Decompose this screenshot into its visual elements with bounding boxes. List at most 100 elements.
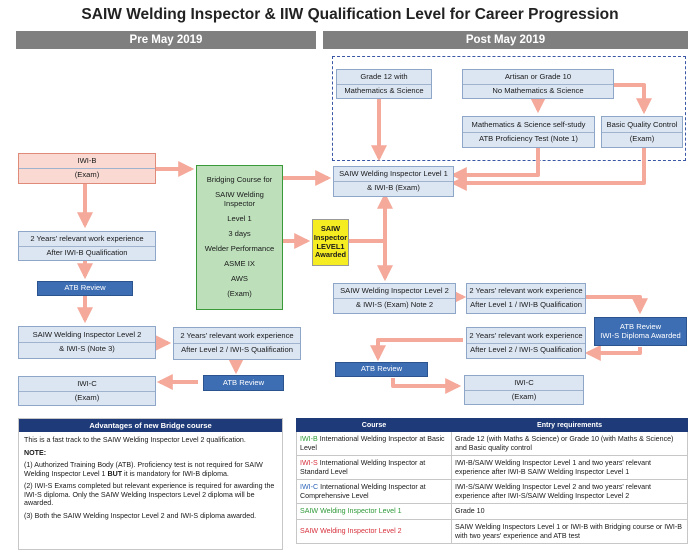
note-2: (2) IWI-S Exams completed but relevant e… — [24, 482, 275, 507]
post-g12-title: Grade 12 with — [360, 71, 408, 81]
post-experience-after-level2: 2 Years' relevant work experience After … — [466, 327, 586, 359]
pre-experience-after-level2: 2 Years' relevant work experience After … — [173, 327, 301, 360]
advantages-intro: This is a fast track to the SAIW Welding… — [24, 436, 246, 444]
post-exp2-title: 2 Years' relevant work experience — [469, 330, 583, 340]
page-title: SAIW Welding Inspector & IIW Qualificati… — [81, 6, 619, 23]
awarded-line: SAIW — [320, 224, 341, 234]
bridge-line: (Exam) — [227, 289, 252, 298]
post-atbd-title: ATB Review — [619, 321, 662, 331]
arrow-diploma-to-exp2 — [584, 345, 642, 361]
post-exp1-sub: After Level 1 / IWI-B Qualification — [467, 298, 585, 310]
course-code: IWI-B — [300, 435, 318, 444]
pre-exp1-sub: After IWI-B Qualification — [19, 245, 155, 258]
post-swi1-title: SAIW Welding Inspector Level 1 — [339, 169, 448, 179]
pre-exp1-title: 2 Years' relevant work experience — [30, 233, 144, 243]
post-art-sub: No Mathematics & Science — [463, 83, 613, 96]
bridge-line: AWS — [230, 274, 248, 283]
post-swi2-sub: & IWI-S (Exam) Note 2 — [334, 298, 455, 310]
post-exp2-sub: After Level 2 / IWI-S Qualification — [467, 342, 585, 355]
table-row: IWI-S International Welding Inspector at… — [296, 455, 688, 480]
post-atb-review: ATB Review — [335, 362, 428, 377]
inspector-level1-awarded-badge: SAIW Inspector LEVEL1 Awarded — [312, 219, 349, 266]
bridge-line: 3 days — [228, 229, 251, 238]
arrow-ms-to-level1 — [450, 148, 540, 183]
awarded-line: Inspector — [313, 232, 348, 242]
post-welding-inspector-level2: SAIW Welding Inspector Level 2 & IWI-S (… — [333, 283, 456, 314]
advantages-panel: Advantages of new Bridge course This is … — [18, 418, 283, 550]
bridging-course: Bridging Course for SAIW Welding Inspect… — [196, 165, 283, 310]
table-cell-entry: SAIW Welding Inspectors Level 1 or IWI-B… — [451, 519, 688, 544]
post-experience-after-level1: 2 Years' relevant work experience After … — [466, 283, 586, 314]
post-iwic-exam: IWI-C (Exam) — [464, 375, 584, 405]
pre-iwic-sub: (Exam) — [19, 390, 155, 403]
post-grade12-with-maths: Grade 12 with Mathematics & Science — [336, 69, 432, 99]
pre-iwib-title: IWI-B — [77, 156, 97, 166]
entry-requirements-region — [332, 56, 686, 161]
table-cell-course: IWI-B International Welding Inspector at… — [296, 431, 452, 456]
post-atbd-sub: IWI-S Diploma Awarded — [600, 330, 681, 340]
post-iwic-title: IWI-C — [514, 377, 534, 387]
post-bqc-sub: (Exam) — [602, 131, 682, 144]
advantages-body: This is a fast track to the SAIW Welding… — [19, 432, 282, 528]
pre-iwib-sub: (Exam) — [19, 168, 155, 180]
course-name: International Welding Inspector at Compr… — [300, 483, 426, 500]
table-cell-entry: Grade 10 — [451, 503, 688, 520]
arrow-atb-to-iwic — [391, 378, 462, 394]
awarded-line: LEVEL1 — [316, 241, 345, 251]
table-cell-entry: Grade 12 (with Maths & Science) or Grade… — [451, 431, 688, 456]
post-iwic-sub: (Exam) — [465, 389, 583, 402]
course-requirements-table: Course Entry requirements IWI-B Internat… — [296, 418, 688, 544]
post-g12-sub: Mathematics & Science — [337, 83, 431, 96]
table-row: IWI-C International Welding Inspector at… — [296, 479, 688, 504]
post-atb-review-diploma: ATB Review IWI-S Diploma Awarded — [594, 317, 687, 346]
table-row: SAIW Welding Inspector Level 2 SAIW Weld… — [296, 519, 688, 544]
table-header-row: Course Entry requirements — [296, 418, 688, 432]
pre-iwib-exam: IWI-B (Exam) — [18, 153, 156, 184]
post-welding-inspector-level1: SAIW Welding Inspector Level 1 & IWI-B (… — [333, 166, 454, 197]
advantages-header: Advantages of new Bridge course — [19, 419, 282, 432]
awarded-line: Awarded — [314, 250, 347, 260]
arrow-artisan-to-bqc — [614, 83, 652, 115]
post-swi1-sub: & IWI-B (Exam) — [334, 181, 453, 193]
post-basic-quality-control: Basic Quality Control (Exam) — [601, 116, 683, 148]
pre-atb-review-1: ATB Review — [37, 281, 133, 296]
pre-swi2-sub: & IWI-S (Note 3) — [19, 342, 155, 354]
arrow-bqc-to-level1 — [450, 148, 646, 191]
note-1-emphasis: BUT — [107, 469, 123, 478]
post-bqc-title: Basic Quality Control — [606, 119, 678, 129]
pre-iwic-exam: IWI-C (Exam) — [18, 376, 156, 406]
table-cell-entry: IWI-B/SAIW Welding Inspector Level 1 and… — [451, 455, 688, 480]
table-row: SAIW Welding Inspector Level 1 Grade 10 — [296, 503, 688, 520]
bridge-line: Welder Performance — [204, 244, 275, 253]
course-name: International Welding Inspector at Basic… — [300, 435, 445, 452]
pre-exp2-sub: After Level 2 / IWI-S Qualification — [174, 343, 300, 355]
pre-swi2-title: SAIW Welding Inspector Level 2 — [32, 330, 142, 340]
pre-iwic-title: IWI-C — [77, 378, 97, 388]
table-cell-entry: IWI-S/SAIW Welding Inspector Level 2 and… — [451, 479, 688, 504]
post-exp1-title: 2 Years' relevant work experience — [469, 286, 583, 296]
col-entry-header: Entry requirements — [451, 418, 688, 432]
post-art-title: Artisan or Grade 10 — [504, 71, 572, 81]
note-1-text-end: it is mandatory for IWI-B diploma. — [122, 469, 229, 478]
post-ms-sub: ATB Proficiency Test (Note 1) — [463, 131, 594, 144]
bridge-line: ASME IX — [224, 259, 255, 268]
bridge-line: SAIW Welding Inspector — [215, 190, 264, 208]
course-code: IWI-C — [300, 483, 319, 492]
arrow-exp2-to-atb — [370, 338, 463, 362]
arrow-exp-to-diploma — [585, 295, 648, 315]
col-course-header: Course — [296, 418, 452, 432]
course-code: IWI-S — [300, 459, 318, 468]
bridge-line: Level 1 — [227, 214, 252, 223]
post-maths-science-self-study: Mathematics & Science self-study ATB Pro… — [462, 116, 595, 148]
bridge-line: Bridging Course for — [206, 175, 273, 185]
note-1: (1) Authorized Training Body (ATB). Prof… — [24, 461, 277, 478]
pre-experience-after-iwib: 2 Years' relevant work experience After … — [18, 231, 156, 261]
table-row: IWI-B International Welding Inspector at… — [296, 431, 688, 456]
note-3: (3) Both the SAIW Welding Inspector Leve… — [24, 511, 257, 520]
table-cell-course: SAIW Welding Inspector Level 2 — [296, 519, 452, 544]
course-name: International Welding Inspector at Stand… — [300, 459, 426, 476]
note-label: NOTE: — [24, 448, 47, 457]
arrow-awarded-to-level1 — [348, 192, 393, 243]
note-1-text: (1) Authorized Training Body (ATB). Prof… — [24, 461, 263, 478]
